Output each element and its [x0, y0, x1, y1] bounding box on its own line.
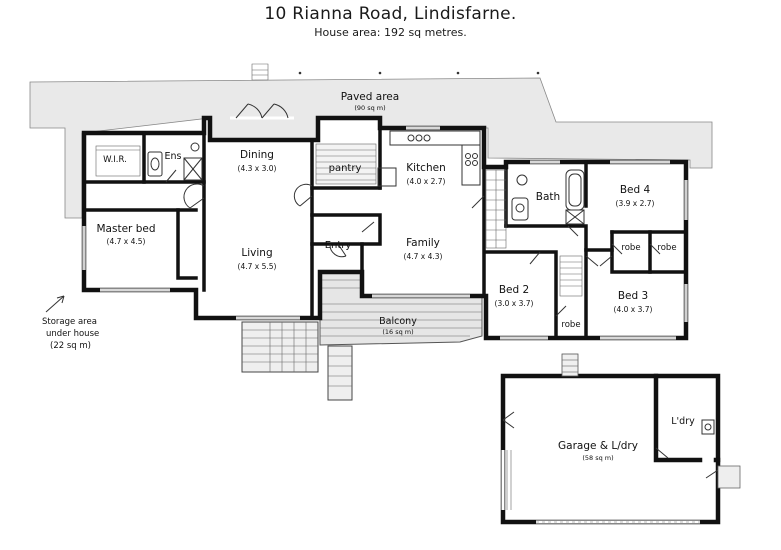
- label-kitchen: Kitchen: [406, 162, 445, 174]
- label-laundry: L'dry: [671, 416, 695, 427]
- tiled-hall: [485, 169, 507, 249]
- kitchen-benches: [377, 130, 481, 187]
- label-robe-1: robe: [621, 243, 640, 253]
- door-swings: [165, 103, 661, 317]
- dim-family: (4.7 x 4.3): [404, 252, 443, 261]
- plan-subtitle: House area: 192 sq metres.: [314, 26, 467, 39]
- label-pantry: pantry: [329, 163, 362, 174]
- storage-line-2: under house: [46, 329, 99, 339]
- label-master-bed: Master bed: [97, 223, 156, 235]
- internal-stair: [559, 255, 583, 297]
- dim-balcony: (16 sq m): [382, 328, 413, 336]
- dim-master-bed: (4.7 x 4.5): [107, 237, 146, 246]
- label-garage: Garage & L/dry: [558, 440, 638, 452]
- label-bed-4: Bed 4: [620, 184, 651, 196]
- dim-bed-4: (3.9 x 2.7): [616, 199, 655, 208]
- label-robe-3: robe: [561, 320, 580, 330]
- label-wir: W.I.R.: [103, 155, 127, 165]
- dim-living: (4.7 x 5.5): [238, 262, 277, 271]
- paved-steps: [251, 63, 269, 81]
- stairs: [241, 321, 353, 401]
- label-bed-3: Bed 3: [618, 290, 648, 302]
- label-bed-2: Bed 2: [499, 284, 529, 296]
- label-family: Family: [406, 237, 440, 249]
- storage-line-1: Storage area: [42, 317, 97, 327]
- dim-dining: (4.3 x 3.0): [238, 164, 277, 173]
- garage: [500, 353, 741, 525]
- dim-bed-3: (4.0 x 3.7): [614, 305, 653, 314]
- label-living: Living: [241, 247, 272, 259]
- label-balcony: Balcony: [379, 316, 417, 327]
- label-paved-area: Paved area: [341, 91, 399, 103]
- paved-posts: [298, 71, 540, 75]
- label-ensuite: Ens: [165, 151, 182, 162]
- dim-kitchen: (4.0 x 2.7): [407, 177, 446, 186]
- label-robe-2: robe: [657, 243, 676, 253]
- storage-arrow: [45, 295, 65, 313]
- dim-garage: (58 sq m): [582, 454, 613, 462]
- label-dining: Dining: [240, 149, 274, 161]
- plan-title: 10 Rianna Road, Lindisfarne.: [264, 4, 517, 24]
- label-bath: Bath: [536, 191, 560, 203]
- window-lines: [83, 127, 687, 339]
- balcony-boards: [320, 279, 482, 337]
- storage-line-3: (22 sq m): [50, 341, 91, 351]
- ensuite-fixtures: [147, 142, 203, 181]
- label-entry: Entry: [325, 240, 352, 251]
- pantry-shelves: [315, 143, 377, 185]
- wir-shelves: [95, 145, 141, 177]
- dim-paved-area: (90 sq m): [354, 104, 385, 112]
- bathroom-fixtures: [511, 169, 585, 225]
- dim-bed-2: (3.0 x 3.7): [495, 299, 534, 308]
